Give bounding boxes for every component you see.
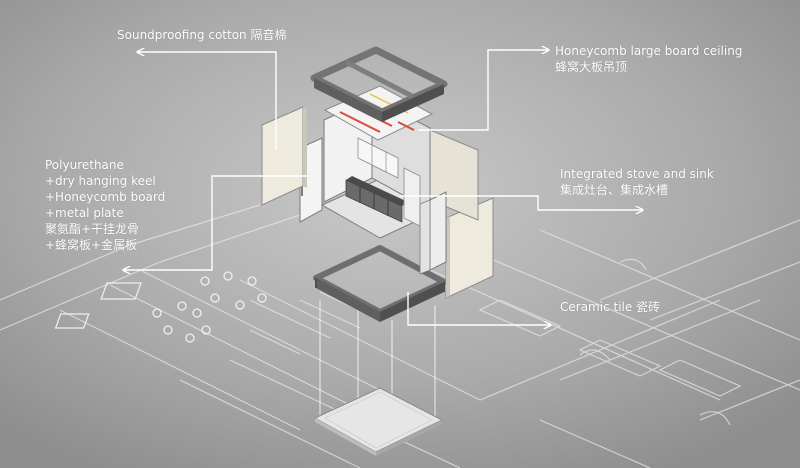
leader-poly	[124, 175, 308, 270]
table-set-upper	[100, 271, 267, 310]
leader-lines	[124, 50, 642, 325]
label-poly-line: +dry hanging keel	[45, 174, 156, 188]
label-ceramic-tile: Ceramic tile 瓷砖	[560, 300, 661, 314]
label-stove-cn: 集成灶台、集成水槽	[560, 183, 669, 197]
leader-stove	[400, 195, 642, 210]
label-integrated-stove-sink: Integrated stove and sink 集成灶台、集成水槽	[560, 166, 714, 198]
leader-tile	[407, 292, 550, 325]
label-stove-en: Integrated stove and sink	[560, 167, 714, 181]
label-honeycomb-ceiling: Honeycomb large board ceiling 蜂窝大板吊顶	[555, 43, 742, 75]
right-wall-panel	[445, 197, 494, 299]
label-poly-line: Polyurethane	[45, 158, 124, 172]
label-poly-line: +Honeycomb board	[45, 190, 166, 204]
label-ceiling-en: Honeycomb large board ceiling	[555, 44, 743, 58]
leader-soundproofing	[138, 52, 277, 150]
label-poly-line: +蜂窝板+金属板	[45, 238, 138, 252]
soundproofing-panel	[261, 106, 307, 206]
label-polyurethane-stack: Polyurethane +dry hanging keel +Honeycom…	[45, 157, 165, 253]
label-ceiling-cn: 蜂窝大板吊顶	[555, 60, 628, 74]
label-poly-line: +metal plate	[45, 206, 124, 220]
base-frame	[313, 245, 447, 322]
label-soundproofing-cotton: Soundproofing cotton 隔音棉	[117, 28, 287, 42]
table-set-lower	[54, 301, 211, 343]
ceramic-tile-plate	[313, 387, 444, 456]
roof-frame	[310, 46, 448, 122]
leader-ceiling	[418, 50, 548, 131]
label-poly-line: 聚氨酯+干挂龙骨	[45, 222, 140, 236]
